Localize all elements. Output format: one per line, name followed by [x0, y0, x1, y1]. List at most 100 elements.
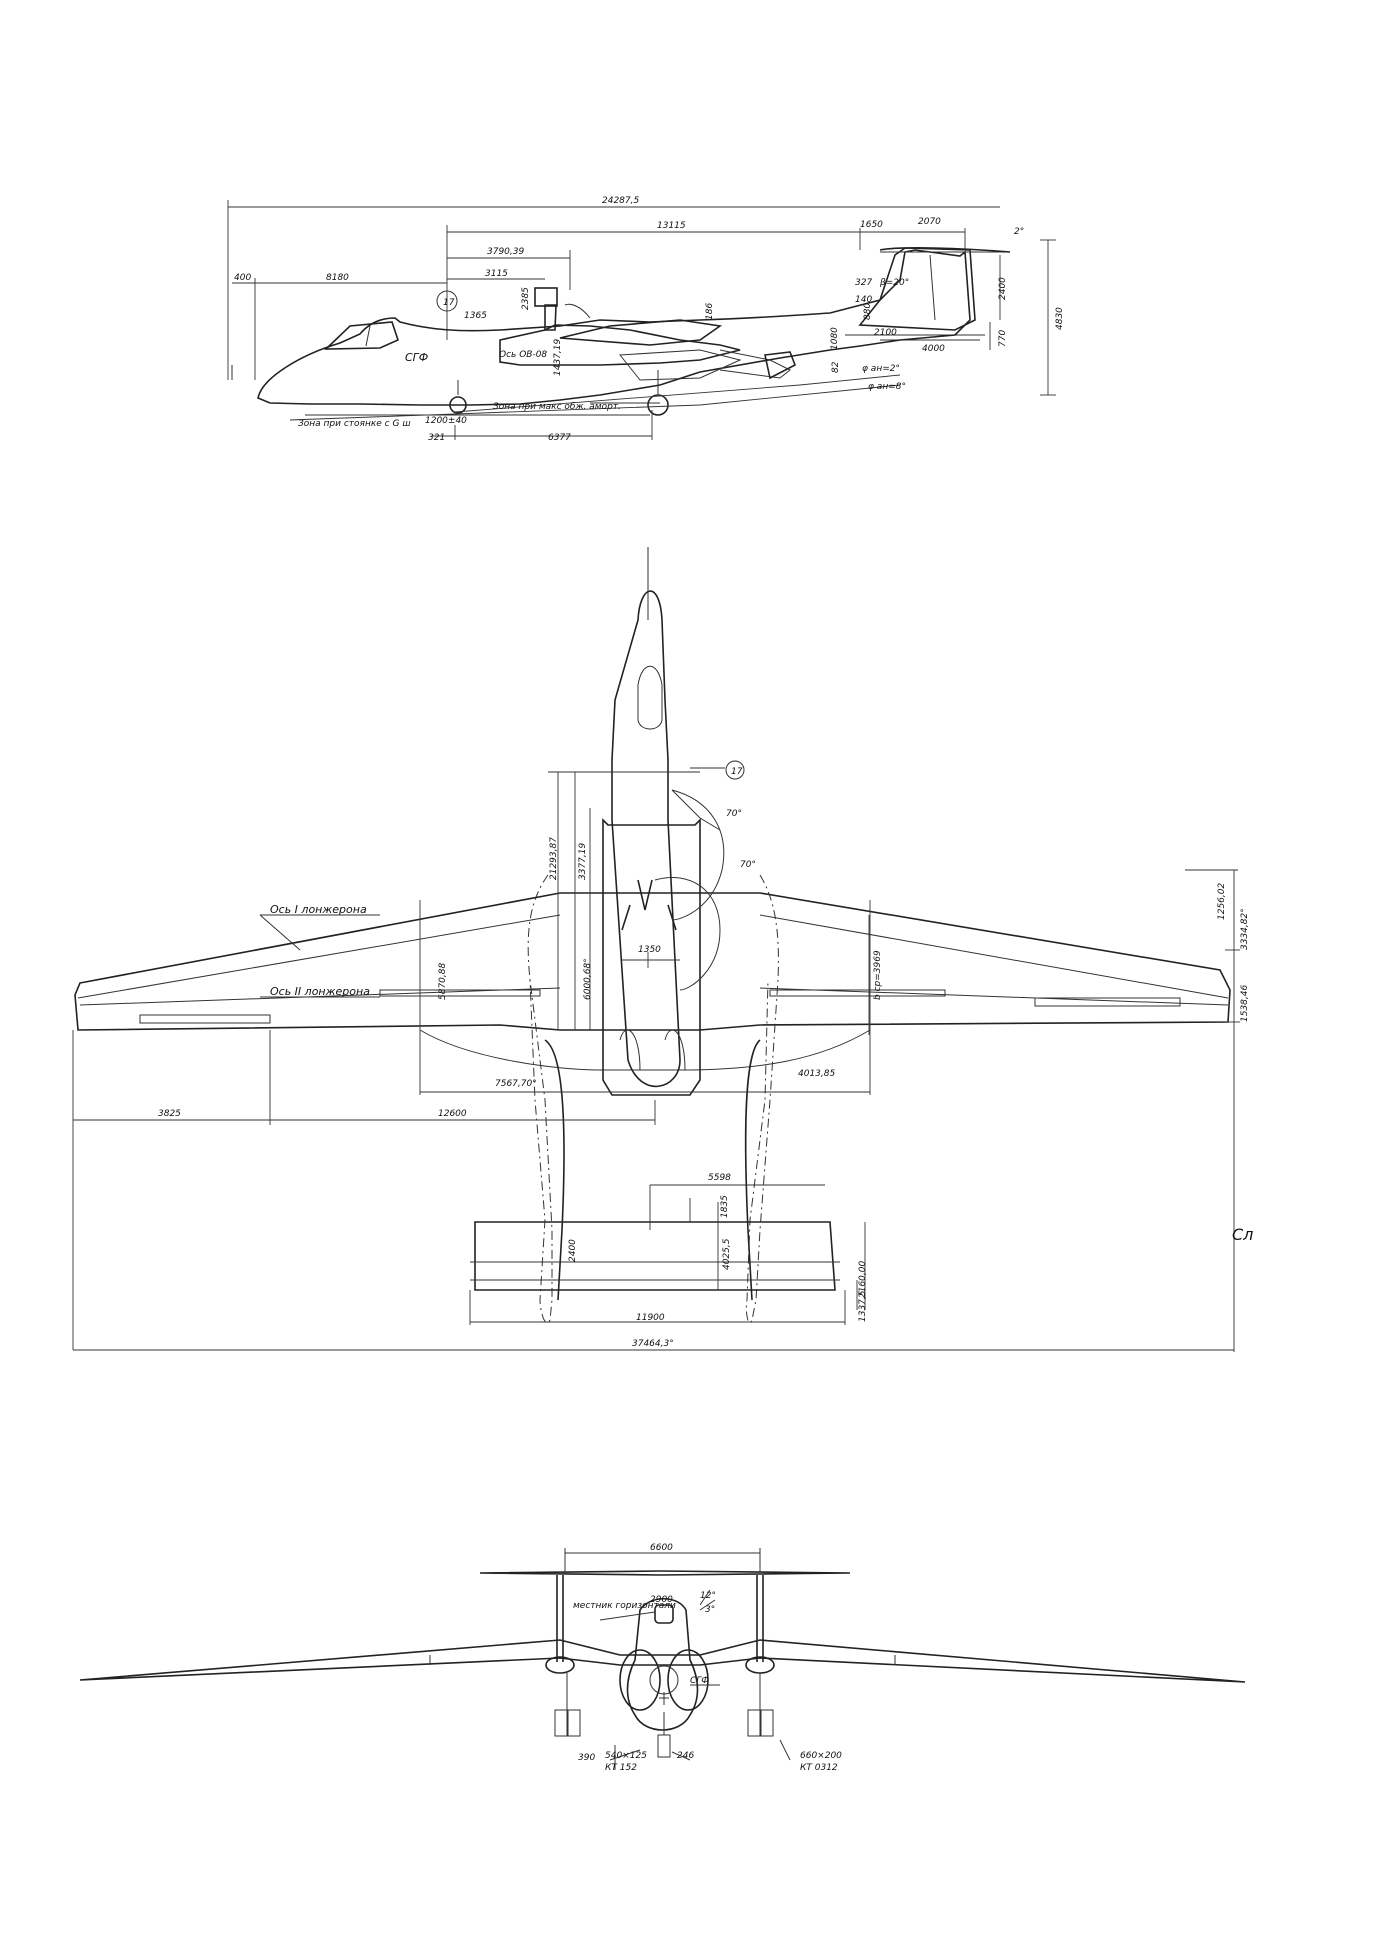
- dim-6377: 6377: [548, 433, 571, 443]
- dim-3115: 3115: [485, 269, 508, 279]
- dim-12-deg: 12°: [700, 1591, 716, 1601]
- dim-880: 880: [863, 303, 873, 320]
- dim-2070: 2070: [918, 217, 941, 227]
- front-fuselage: [626, 1597, 699, 1731]
- side-circle-number: 17: [443, 298, 455, 308]
- plan-view-labels: Ось I лонжерона Ось II лонжерона 17 2129…: [158, 767, 1253, 1349]
- dim-1200: 1200±40: [425, 416, 467, 426]
- front-cockpit: [654, 1604, 674, 1624]
- dim-4830: 4830: [1055, 307, 1065, 330]
- dim-6000: 6000,68°: [583, 958, 593, 1000]
- side-view-labels: 24287,5 13115 1650 2070 2° 3790,39 3115 …: [234, 196, 1065, 443]
- side-label-axis: Ось ОВ-08: [499, 350, 547, 360]
- dim-1337: 1337,5: [858, 1290, 868, 1322]
- dim-82: 82: [831, 361, 841, 373]
- dim-alpha-2: φ ан=8°: [868, 382, 906, 392]
- dim-2900: 2900: [650, 1595, 673, 1605]
- plan-fuselage: [611, 590, 681, 1088]
- side-label-zone-max: Зона при макс обж. аморт.: [493, 402, 621, 412]
- side-label-sgf: СГФ: [405, 351, 428, 364]
- dim-400: 400: [234, 273, 251, 283]
- dim-4000: 4000: [922, 344, 945, 354]
- dim-770: 770: [998, 330, 1008, 347]
- plan-view: [72, 547, 1240, 1352]
- front-view: [79, 1548, 1246, 1770]
- dim-140: 140: [855, 295, 872, 305]
- front-stabilizer: [479, 1570, 851, 1576]
- dim-angle-70: 70°: [726, 809, 742, 819]
- dim-1650: 1650: [860, 220, 883, 230]
- dim-b-mean: b ср=3969: [873, 950, 883, 1000]
- dim-327: 327: [855, 278, 872, 288]
- dim-2160: 2160,00: [858, 1261, 868, 1298]
- dim-2100: 2100: [874, 328, 897, 338]
- front-label-stabilizer: местник горизонтали: [573, 1601, 676, 1611]
- front-left-intake: [619, 1649, 661, 1711]
- dim-3-deg: 3°: [705, 1605, 715, 1615]
- plan-reference-circle: [725, 760, 745, 780]
- front-view-labels: 6600 2900 12° 3° местник горизонтали СГФ…: [573, 1543, 842, 1773]
- plan-left-boom: [527, 874, 553, 1323]
- dim-1538: 1538,46: [1240, 985, 1250, 1022]
- side-view: [227, 200, 1056, 440]
- dim-1835: 1835: [720, 1195, 730, 1218]
- plan-dimension-lines: [72, 771, 1240, 1352]
- side-reference-circle: [436, 290, 458, 312]
- dim-21293: 21293,87: [549, 837, 559, 880]
- dim-246: 246: [677, 1751, 694, 1761]
- plan-right-boom: [745, 874, 779, 1323]
- plan-centre-section: [602, 818, 701, 1096]
- dim-3825: 3825: [158, 1109, 181, 1119]
- dim-5870: 5870,88: [438, 963, 448, 1000]
- dim-tail-angle: β=20°: [879, 278, 909, 288]
- dim-2400-plan: 2400: [568, 1239, 578, 1262]
- dim-11900: 11900: [636, 1313, 665, 1323]
- dim-6600: 6600: [650, 1543, 673, 1553]
- side-fuselage: [257, 249, 971, 406]
- plan-horizontal-tail: [474, 1221, 836, 1291]
- dim-main-kt: КТ 152: [605, 1763, 637, 1773]
- side-view-dimension-lines: [227, 200, 1056, 440]
- front-wing: [79, 1639, 1246, 1683]
- dim-overall-length: 24287,5: [602, 196, 639, 206]
- plan-label-spar-1: Ось I лонжерона: [270, 903, 367, 916]
- dim-5598: 5598: [708, 1173, 731, 1183]
- side-nose-wheel: [449, 396, 467, 414]
- front-label-sgf: СГФ: [690, 1676, 709, 1686]
- dim-4013: 4013,85: [798, 1069, 835, 1079]
- dim-186: 186: [705, 303, 715, 320]
- dim-alpha-1: φ ан=2°: [862, 364, 900, 374]
- dim-3334: 3334,82°: [1240, 908, 1250, 950]
- dim-7567: 7567,70°: [495, 1079, 537, 1089]
- dim-nose-tire: 660×200: [800, 1751, 842, 1761]
- side-label-zone-parked: Зона при стоянке с G ш: [298, 419, 411, 429]
- dim-3790: 3790,39: [487, 247, 524, 257]
- corner-mark: Cл: [1232, 1225, 1253, 1244]
- dim-span: 37464,3°: [632, 1339, 674, 1349]
- side-engine-nacelle: [499, 324, 741, 366]
- dim-321: 321: [428, 433, 445, 443]
- dim-nose-kt: КТ 0312: [800, 1763, 838, 1773]
- side-main-wheel: [647, 394, 669, 416]
- plan-circle-number: 17: [731, 767, 743, 777]
- dim-main-tire: 540×125: [605, 1751, 647, 1761]
- dim-2400: 2400: [998, 277, 1008, 300]
- plan-wing: [74, 892, 1231, 1031]
- dim-390: 390: [578, 1753, 595, 1763]
- dim-1365: 1365: [464, 311, 487, 321]
- side-wing-root: [559, 319, 723, 346]
- dim-angle-70b: 70°: [740, 860, 756, 870]
- dim-angle-2: 2°: [1014, 227, 1024, 237]
- dim-1350: 1350: [638, 945, 661, 955]
- dim-fuselage-length: 13115: [657, 221, 686, 231]
- dim-8180: 8180: [326, 273, 349, 283]
- dim-3377: 3377,19: [578, 843, 588, 880]
- dim-2385: 2385: [521, 287, 531, 310]
- dim-1256: 1256,02: [1217, 883, 1227, 920]
- side-canopy: [323, 321, 399, 350]
- front-right-intake: [667, 1649, 709, 1711]
- dim-1080: 1080: [830, 327, 840, 350]
- plan-label-spar-2: Ось II лонжерона: [270, 985, 370, 998]
- side-vertical-tail: [858, 247, 976, 331]
